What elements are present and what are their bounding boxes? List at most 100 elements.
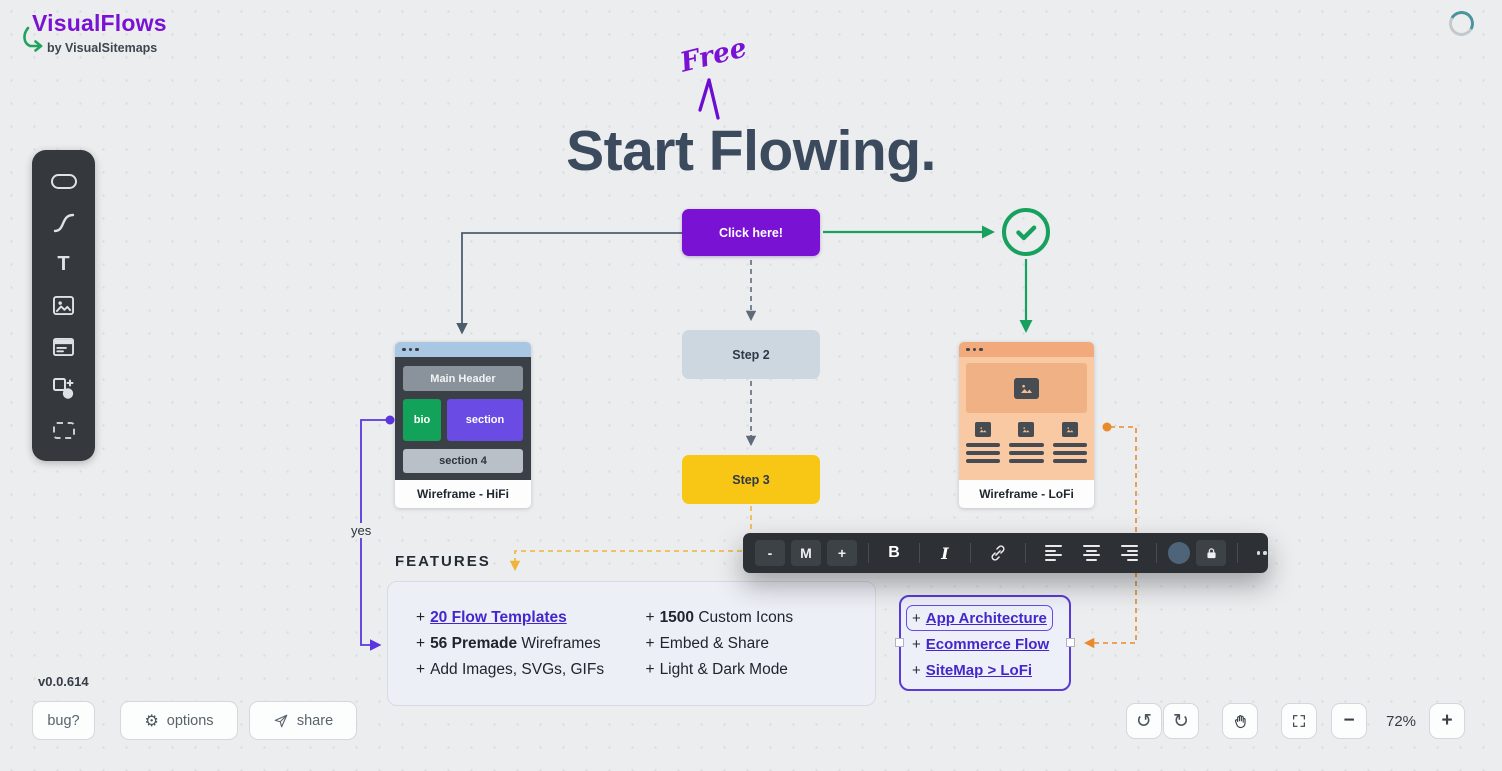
options-button[interactable]: ⚙ options	[120, 701, 238, 740]
template-links-node[interactable]: + App Architecture + Ecommerce Flow + Si…	[895, 595, 1075, 691]
toolbar-divider	[1156, 543, 1157, 563]
card-tool-button[interactable]	[32, 329, 95, 365]
image-placeholder-icon	[1014, 377, 1039, 399]
share-button[interactable]: share	[249, 701, 357, 740]
connector-icon	[53, 213, 74, 232]
shapes-icon	[52, 377, 73, 399]
tool-rail: T	[32, 150, 95, 461]
connector-tool-button[interactable]	[32, 205, 95, 241]
lofi-column	[1009, 422, 1044, 463]
feature-item: + Light & Dark Mode	[645, 661, 788, 678]
text-tool-button[interactable]: T	[32, 246, 95, 282]
align-center-icon	[1082, 544, 1100, 562]
lock-icon	[1206, 547, 1216, 558]
lofi-columns	[966, 422, 1087, 463]
more-options-button[interactable]	[1249, 540, 1281, 566]
card-icon	[53, 337, 74, 357]
link-icon	[991, 545, 1005, 561]
step3-node[interactable]: Step 3	[682, 455, 820, 504]
app-subtitle: by VisualSitemaps	[47, 41, 158, 55]
connector-clickhere-to-hifi[interactable]	[456, 232, 682, 335]
align-right-button[interactable]	[1113, 540, 1145, 566]
lofi-column	[966, 422, 1001, 463]
image-placeholder-icon	[975, 422, 992, 437]
italic-button[interactable]: I	[931, 540, 959, 566]
yes-edge-label[interactable]: yes	[347, 523, 376, 538]
align-right-icon	[1120, 544, 1138, 562]
version-label: v0.0.614	[38, 674, 89, 689]
paper-plane-icon	[274, 714, 288, 727]
marquee-icon	[52, 421, 75, 439]
image-tool-button[interactable]	[32, 288, 95, 324]
font-size-value-button[interactable]: M	[791, 540, 821, 566]
logo-arrow-icon	[23, 26, 43, 52]
link-item-ecommerce-flow[interactable]: + Ecommerce Flow	[912, 635, 1050, 653]
link-item-app-architecture[interactable]: + App Architecture	[906, 605, 1053, 631]
redo-button[interactable]: ↻	[1163, 703, 1199, 739]
lock-button[interactable]	[1196, 540, 1226, 566]
hifi-main-header-block[interactable]: Main Header	[403, 366, 523, 391]
marquee-tool-button[interactable]	[32, 412, 95, 448]
hifi-port-dot[interactable]	[385, 415, 395, 425]
font-size-decrease-button[interactable]: -	[755, 540, 785, 566]
pan-tool-button[interactable]	[1222, 703, 1258, 739]
shapes-tool-button[interactable]	[32, 371, 95, 407]
align-left-icon	[1044, 544, 1062, 562]
node-tool-button[interactable]	[32, 163, 95, 199]
loading-spinner	[1446, 8, 1477, 39]
step2-node[interactable]: Step 2	[682, 330, 820, 379]
features-column-2: + 1500 Custom Icons + Embed & Share + Li…	[646, 605, 876, 705]
success-check-node[interactable]	[1002, 208, 1050, 256]
hand-icon	[1234, 714, 1246, 728]
hifi-body: Main Header bio section section 4	[395, 357, 531, 480]
app-title: VisualFlows	[32, 10, 167, 36]
click-here-node[interactable]: Click here!	[682, 209, 820, 256]
hifi-bio-block[interactable]: bio	[403, 399, 441, 441]
align-center-button[interactable]	[1075, 540, 1107, 566]
connector-handle-right[interactable]	[1066, 638, 1075, 647]
lofi-port-dot[interactable]	[1102, 422, 1112, 432]
toolbar-divider	[970, 543, 971, 563]
free-annotation[interactable]: Free	[677, 32, 751, 79]
lofi-body	[959, 357, 1094, 480]
redo-icon: ↻	[1173, 710, 1189, 732]
font-size-increase-button[interactable]: +	[827, 540, 857, 566]
feature-item: + Add Images, SVGs, GIFs	[416, 661, 605, 678]
zoom-level: 72%	[1385, 712, 1417, 730]
lofi-browser-bar	[959, 342, 1094, 357]
fit-view-button[interactable]	[1281, 703, 1317, 739]
canvas-heading[interactable]: Start Flowing.	[566, 119, 936, 183]
toolbar-divider	[919, 543, 920, 563]
fullscreen-icon	[1293, 715, 1305, 727]
wireframe-hifi-node[interactable]: Main Header bio section section 4 Wirefr…	[395, 342, 531, 508]
bold-button[interactable]: B	[880, 540, 908, 566]
window-dot	[408, 347, 412, 352]
connector-handle-left[interactable]	[895, 638, 904, 647]
zoom-out-button[interactable]: −	[1331, 703, 1367, 739]
align-left-button[interactable]	[1037, 540, 1069, 566]
feature-item: + 1500 Custom Icons	[645, 609, 794, 626]
features-title[interactable]: FEATURES	[395, 553, 491, 570]
node-icon	[50, 173, 77, 189]
hifi-section4-block[interactable]: section 4	[403, 449, 523, 473]
window-dot	[972, 347, 976, 352]
undo-button[interactable]: ↺	[1126, 703, 1162, 739]
link-item-sitemap-lofi[interactable]: + SiteMap > LoFi	[912, 661, 1033, 679]
zoom-in-button[interactable]: +	[1429, 703, 1465, 739]
features-node[interactable]: + 20 Flow Templates + 56 Premade Wirefra…	[387, 581, 876, 706]
connector-step3-to-features[interactable]	[509, 506, 752, 572]
check-icon	[1016, 225, 1037, 241]
lofi-caption: Wireframe - LoFi	[959, 480, 1094, 508]
undo-icon: ↺	[1136, 710, 1152, 732]
text-format-toolbar: - M + B I	[743, 533, 1274, 573]
hifi-section-block[interactable]: section	[447, 399, 523, 441]
window-dot	[415, 347, 419, 352]
window-dot	[402, 347, 406, 352]
flow-templates-link[interactable]: 20 Flow Templates	[430, 609, 567, 626]
lofi-column	[1052, 422, 1087, 463]
link-button[interactable]	[982, 540, 1014, 566]
color-swatch-button[interactable]	[1168, 542, 1190, 564]
bug-button[interactable]: bug?	[32, 701, 95, 740]
wireframe-lofi-node[interactable]: Wireframe - LoFi	[959, 342, 1094, 508]
